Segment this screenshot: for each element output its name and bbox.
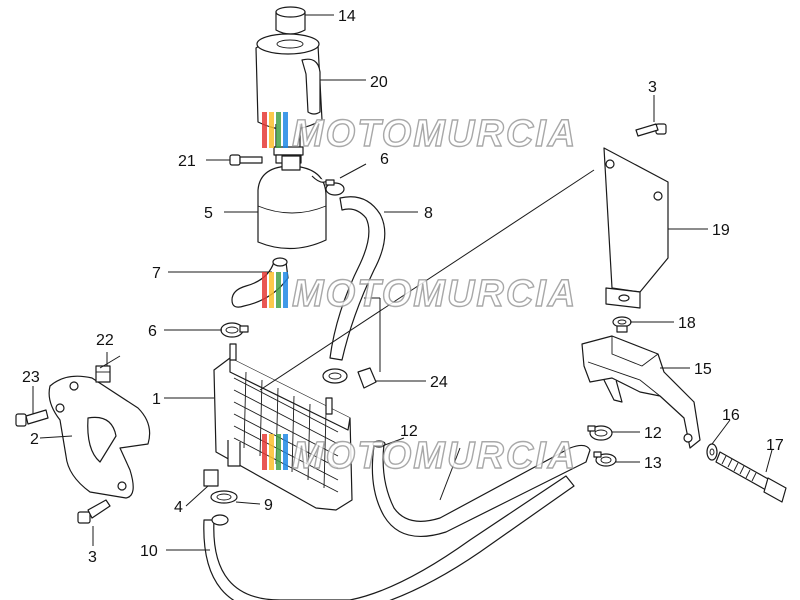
clip-4 bbox=[203, 469, 219, 487]
radiator-bracket bbox=[48, 375, 151, 499]
watermark-stripe-green bbox=[276, 434, 281, 470]
callout-4: 4 bbox=[174, 499, 183, 516]
callout-3-top: 3 bbox=[648, 79, 657, 96]
callout-17: 17 bbox=[766, 437, 784, 454]
bolt-3-upper bbox=[635, 123, 667, 137]
callout-12-center: 12 bbox=[400, 423, 418, 440]
callout-3-bottom: 3 bbox=[88, 549, 97, 566]
callout-23: 23 bbox=[22, 369, 40, 386]
callout-18: 18 bbox=[678, 315, 696, 332]
watermark-bottom: MOTOMURCIA bbox=[262, 434, 577, 478]
hose-clip-13 bbox=[593, 451, 617, 467]
callout-22: 22 bbox=[96, 332, 114, 349]
mounting-plate bbox=[603, 147, 669, 309]
callout-19: 19 bbox=[712, 222, 730, 239]
watermark-stripe-yellow bbox=[269, 434, 274, 470]
watermark-stripe-red bbox=[262, 112, 267, 148]
expansion-tank-cap bbox=[275, 6, 306, 35]
callout-21: 21 bbox=[178, 153, 196, 170]
hose-clip-top bbox=[325, 179, 345, 196]
callout-6-middle: 6 bbox=[148, 323, 157, 340]
watermark-stripe-green bbox=[276, 272, 281, 308]
callout-labels: 14 20 3 21 6 5 8 19 7 18 6 22 15 23 24 1… bbox=[22, 8, 784, 566]
hose-clip-9 bbox=[210, 490, 238, 504]
clip-22 bbox=[95, 365, 111, 383]
watermark-text-middle: MOTOMURCIA bbox=[292, 273, 577, 315]
callout-12-right: 12 bbox=[644, 425, 662, 442]
callout-9: 9 bbox=[264, 497, 273, 514]
callout-2: 2 bbox=[30, 431, 39, 448]
watermark-text-bottom: MOTOMURCIA bbox=[292, 435, 577, 477]
watermark-stripe-blue bbox=[283, 434, 288, 470]
callout-16: 16 bbox=[722, 407, 740, 424]
bolt-17 bbox=[715, 451, 787, 503]
hose-clip-12 bbox=[587, 425, 613, 441]
callout-5: 5 bbox=[204, 205, 213, 222]
leader-lines bbox=[32, 14, 773, 551]
watermark-stripe-blue bbox=[283, 272, 288, 308]
watermark-stripe-red bbox=[262, 272, 267, 308]
callout-10: 10 bbox=[140, 543, 158, 560]
callout-1: 1 bbox=[152, 391, 161, 408]
callout-8: 8 bbox=[424, 205, 433, 222]
watermark-stripe-blue bbox=[283, 112, 288, 148]
frame-bracket bbox=[581, 335, 701, 449]
watermark-stripe-green bbox=[276, 112, 281, 148]
callout-6-top: 6 bbox=[380, 151, 389, 168]
callout-13: 13 bbox=[644, 455, 662, 472]
watermark-top: MOTOMURCIA bbox=[262, 112, 577, 156]
bolt-3-lower bbox=[77, 499, 111, 524]
hose-10 bbox=[203, 475, 575, 600]
watermark: MOTOMURCIA MOTOMURCIA MOTOMURCIA bbox=[262, 112, 577, 478]
watermark-stripe-yellow bbox=[269, 112, 274, 148]
callout-24: 24 bbox=[430, 374, 448, 391]
callout-7: 7 bbox=[152, 265, 161, 282]
washer-18 bbox=[612, 316, 632, 333]
callout-14: 14 bbox=[338, 8, 356, 25]
bolt-23 bbox=[15, 409, 49, 427]
watermark-text-top: MOTOMURCIA bbox=[292, 113, 577, 155]
washer-16 bbox=[706, 443, 718, 461]
coolant-reservoir bbox=[257, 155, 337, 250]
hose-8 bbox=[329, 196, 386, 361]
bolt-21 bbox=[229, 154, 263, 166]
bracket-clip-24 bbox=[357, 367, 377, 389]
watermark-stripe-yellow bbox=[269, 272, 274, 308]
callout-15: 15 bbox=[694, 361, 712, 378]
hose-clip-lower bbox=[322, 368, 348, 384]
watermark-middle: MOTOMURCIA bbox=[262, 272, 577, 316]
hose-clip-middle bbox=[220, 322, 249, 338]
watermark-stripe-red bbox=[262, 434, 267, 470]
callout-20: 20 bbox=[370, 74, 388, 91]
